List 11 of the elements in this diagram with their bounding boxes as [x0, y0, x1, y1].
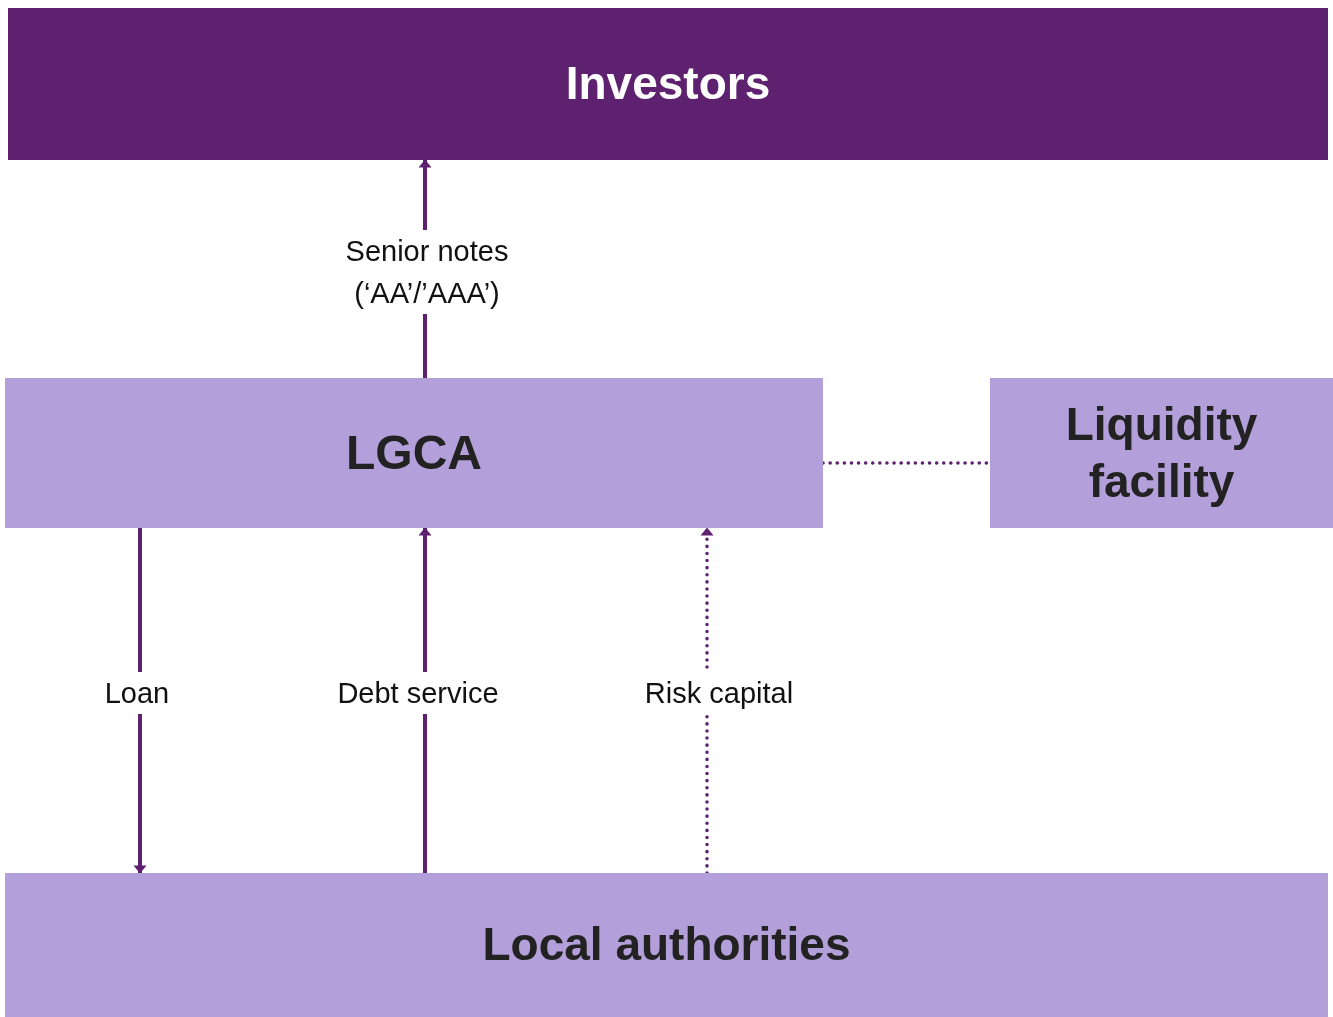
process-box [990, 378, 1333, 528]
node-label: Local authorities [482, 917, 851, 973]
dotted-connector [700, 526, 714, 875]
arrow [133, 528, 147, 874]
node-label: LGCA [346, 425, 482, 481]
node-label: Liquidity facility [1064, 396, 1259, 509]
node-label: Investors [565, 56, 771, 112]
bottom-band [5, 873, 1328, 1017]
arrow [418, 527, 432, 873]
process-box [5, 378, 823, 528]
top-band [8, 8, 1328, 160]
